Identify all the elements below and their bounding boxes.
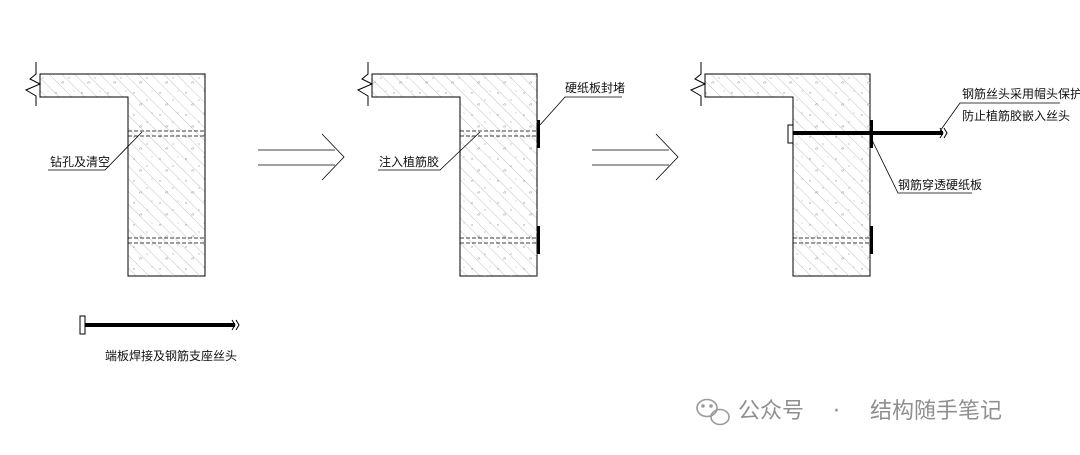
legend-bar-label: 端板焊接及钢筋支座丝头: [105, 348, 237, 363]
step3-cap-leader: [939, 102, 1060, 132]
step3-hole-bottom: [793, 237, 870, 244]
step1-drilled-hole-bottom: [128, 237, 205, 244]
watermark-name: 结构随手笔记: [870, 399, 1002, 424]
legend-rebar-thread: [231, 319, 240, 331]
step1-drill-label: 钻孔及清空: [50, 154, 110, 169]
step1-drilled-hole-top: [128, 130, 205, 137]
step2-seal-leader: [539, 96, 622, 126]
step2-cardboard-seal-top: [537, 120, 540, 148]
step2-seal-label: 硬纸板封堵: [565, 81, 625, 95]
step2-hole-bottom: [460, 237, 537, 244]
step1-drawing: 钻孔及清空: [24, 62, 206, 277]
step3-end-plate: [787, 124, 794, 144]
step3-break-line: [689, 62, 707, 106]
wechat-icon: [696, 398, 730, 426]
step3-rebar: [793, 131, 943, 135]
process-arrow-2: [592, 133, 679, 181]
step2-drawing: 注入植筋胶 硬纸板封堵: [356, 62, 625, 277]
watermark-prefix: 公众号: [738, 399, 804, 424]
step2-cardboard-seal-bottom: [537, 226, 540, 254]
step3-pierce-leader: [871, 139, 972, 194]
legend-rebar: [85, 323, 235, 327]
step3-cardboard-seal-bottom: [870, 226, 873, 254]
step3-pierce-label: 钢筋穿透硬纸板: [898, 177, 982, 192]
step2-inject-leader: [378, 131, 481, 171]
watermark-separator: ·: [833, 399, 840, 424]
step3-cardboard-seal-top: [870, 120, 873, 148]
step2-break-line: [356, 62, 374, 106]
legend-bar-symbol: [79, 315, 240, 335]
step1-drill-leader: [48, 131, 143, 171]
watermark: 公众号 · 结构随手笔记: [696, 398, 1002, 426]
step3-cap-label-line1: 钢筋丝头采用帽头保护: [962, 86, 1080, 101]
legend-end-plate: [79, 315, 86, 335]
process-arrow-1: [258, 133, 345, 181]
step1-break-line: [24, 62, 42, 106]
step3-cap-label-line2: 防止植筋胶嵌入丝头: [962, 108, 1070, 123]
step2-inject-label: 注入植筋胶: [379, 154, 439, 169]
step3-drawing: 钢筋丝头采用帽头保护 防止植筋胶嵌入丝头 钢筋穿透硬纸板: [689, 62, 1080, 277]
step2-hole-top: [460, 130, 537, 137]
